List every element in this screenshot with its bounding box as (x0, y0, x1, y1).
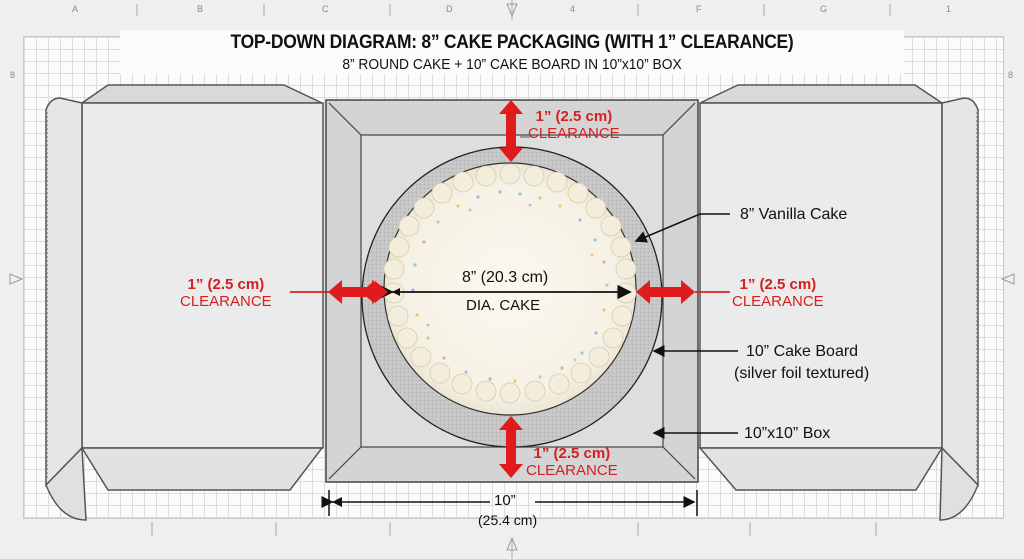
callout-board-detail: (silver foil textured) (734, 365, 870, 382)
vanilla-cake (383, 162, 637, 416)
cake-diameter-measure: 8” (20.3 cm) (462, 269, 549, 286)
top-clearance-label: 1” (2.5 cm) CLEARANCE (528, 108, 620, 142)
left-clearance-label: 1” (2.5 cm) CLEARANCE (180, 276, 272, 310)
sprinkles (411, 190, 609, 383)
ruler-label: F (696, 4, 702, 14)
ruler-label: A (72, 4, 79, 14)
bottom-clearance-label: 1” (2.5 cm) CLEARANCE (526, 445, 618, 479)
center-marker-icon (1000, 273, 1015, 285)
side-ruler-label: 8 (1008, 70, 1014, 80)
center-marker-icon (506, 3, 518, 18)
header: TOP-DOWN DIAGRAM: 8” CAKE PACKAGING (WIT… (120, 30, 904, 74)
center-marker-icon (506, 536, 518, 551)
ruler-label: D (446, 4, 453, 14)
left-clearance-arrow-icon (328, 280, 388, 304)
ruler-label: C (322, 4, 329, 14)
box-width-metric: (25.4 cm) (478, 512, 538, 528)
cake-diameter-label: DIA. CAKE (466, 297, 541, 314)
top-clearance-arrow-icon (499, 100, 523, 162)
callout-board: 10” Cake Board (746, 343, 859, 360)
ruler-label: 4 (570, 4, 576, 14)
callout-box: 10”x10” Box (744, 425, 831, 442)
left-flap (45, 84, 324, 521)
ruler-label: 1 (946, 4, 952, 14)
page-subtitle: 8” ROUND CAKE + 10” CAKE BOARD IN 10”x10… (342, 56, 682, 73)
right-clearance-arrow-icon (636, 280, 695, 304)
box-width-measure: 10” (494, 492, 516, 509)
page-title: TOP-DOWN DIAGRAM: 8” CAKE PACKAGING (WIT… (230, 32, 794, 53)
callout-cake: 8” Vanilla Cake (740, 206, 848, 223)
center-marker-icon (9, 273, 24, 285)
callout-lines (634, 213, 738, 439)
side-ruler-label: 8 (10, 70, 16, 80)
box-width-dimension (321, 490, 698, 516)
right-clearance-label: 1” (2.5 cm) CLEARANCE (732, 276, 824, 310)
ruler-label: B (197, 4, 204, 14)
ruler-ticks (136, 0, 891, 559)
bottom-clearance-arrow-icon (499, 416, 523, 478)
ruler-label: G (820, 4, 828, 14)
right-flap (698, 84, 979, 521)
